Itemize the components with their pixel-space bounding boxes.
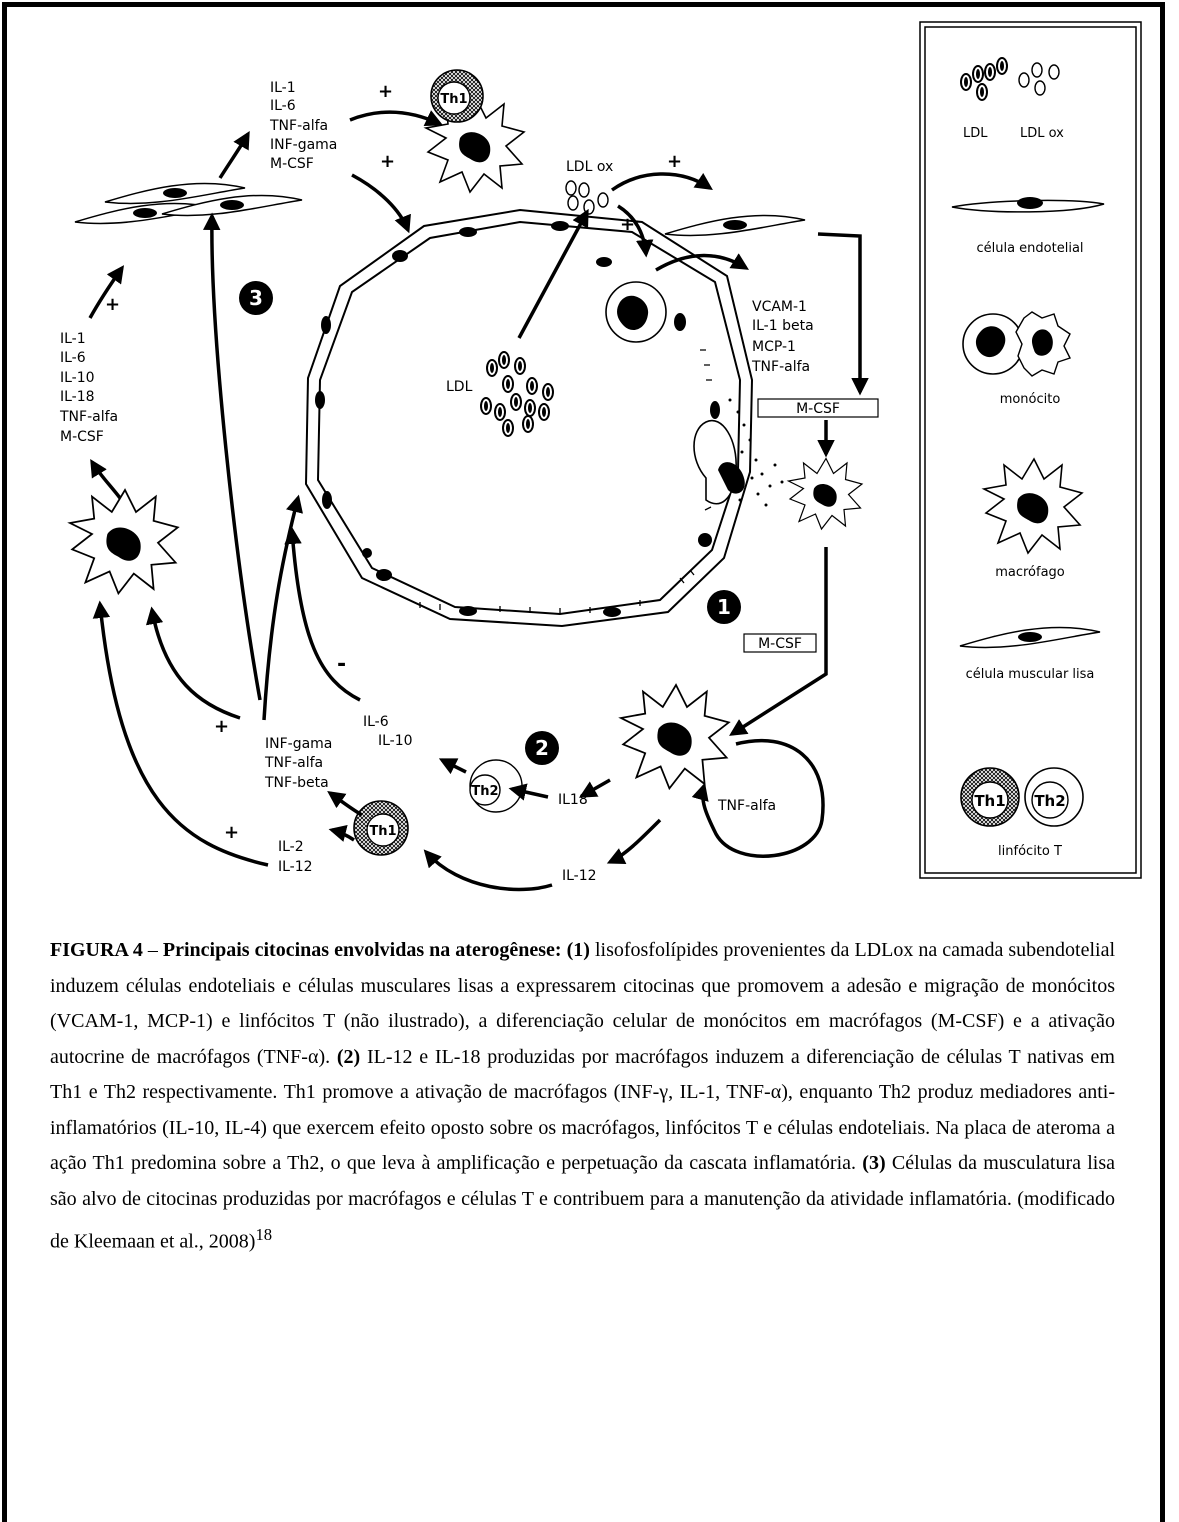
svg-text:IL-1: IL-1 (60, 331, 86, 347)
svg-text:M-CSF: M-CSF (270, 156, 314, 172)
svg-text:Th1: Th1 (974, 792, 1005, 810)
th1-input-list: IL-2 IL-12 (278, 839, 313, 875)
arrow (152, 610, 240, 718)
svg-text:TNF-alfa: TNF-alfa (264, 755, 323, 771)
top-cytokines-list: IL-1 IL-6 TNF-alfa INF-gama M-CSF (269, 80, 337, 172)
legend-box: LDL LDL ox célula endotelial monócito ma… (920, 22, 1141, 878)
minus-sign: - (337, 652, 346, 677)
left-macrophage (70, 490, 178, 593)
arrow (582, 780, 610, 796)
legend-th2-icon: Th2 (1025, 768, 1083, 826)
left-cytokines-list: IL-1 IL-6 IL-10 IL-18 TNF-alfa M-CSF (59, 331, 118, 445)
arrow (426, 852, 552, 889)
svg-text:TNF-beta: TNF-beta (264, 775, 329, 791)
svg-text:Th1: Th1 (369, 824, 396, 839)
legend-t-cell-label: linfócito T (998, 844, 1062, 859)
arrow (818, 234, 860, 392)
svg-text:IL-1: IL-1 (270, 80, 296, 96)
plus-sign: + (667, 151, 682, 172)
arrow (612, 174, 710, 190)
svg-text:Th2: Th2 (471, 784, 498, 799)
legend-endothelial-label: célula endotelial (976, 241, 1083, 256)
svg-text:INF-gama: INF-gama (270, 137, 337, 153)
arrow (100, 604, 268, 865)
svg-text:3: 3 (249, 286, 263, 310)
mcsf-box-1: M-CSF (758, 399, 878, 417)
arrow (610, 820, 660, 862)
macrophage-right (789, 459, 863, 530)
arrow (350, 112, 440, 124)
endothelial-cytokines-list: VCAM-1 IL-1 beta MCP-1 TNF-alfa (751, 299, 814, 375)
figure-caption: FIGURA 4 – Principais citocinas envolvid… (50, 933, 1115, 1260)
arrow (330, 793, 362, 815)
ldl-ox-particles (566, 181, 608, 214)
legend-ldl-label: LDL (963, 126, 988, 141)
svg-text:TNF-alfa: TNF-alfa (751, 359, 810, 375)
svg-text:IL-10: IL-10 (378, 733, 413, 749)
number-1-badge: 1 (707, 590, 741, 624)
plus-sign: + (378, 81, 393, 102)
svg-text:TNF-alfa: TNF-alfa (269, 118, 328, 134)
svg-text:MCP-1: MCP-1 (752, 339, 796, 355)
svg-text:IL-12: IL-12 (278, 859, 313, 875)
svg-text:IL-6: IL-6 (60, 350, 86, 366)
arrow (352, 175, 408, 230)
tnf-alfa-label: TNF-alfa (717, 798, 776, 814)
smooth-muscle-cell-right (665, 215, 805, 235)
ldl-label: LDL (446, 379, 473, 395)
svg-text:IL-2: IL-2 (278, 839, 304, 855)
svg-text:VCAM-1: VCAM-1 (752, 299, 807, 315)
legend-th1-icon: Th1 (961, 768, 1019, 826)
number-3-badge: 3 (239, 281, 273, 315)
bottom-th1-cell: Th1 (354, 801, 408, 855)
svg-text:2: 2 (535, 736, 549, 760)
legend-macrophage-label: macrófago (995, 565, 1065, 580)
smooth-muscle-cells-cluster (75, 183, 302, 223)
svg-text:M-CSF: M-CSF (796, 401, 840, 417)
mcsf-box-2: M-CSF (744, 634, 816, 652)
legend-monocyte-label: monócito (1000, 392, 1061, 407)
svg-text:1: 1 (717, 595, 731, 619)
svg-text:IL-10: IL-10 (60, 370, 95, 386)
svg-text:M-CSF: M-CSF (758, 636, 802, 652)
svg-text:INF-gama: INF-gama (265, 736, 332, 752)
svg-text:IL-6: IL-6 (363, 714, 389, 730)
svg-text:TNF-alfa: TNF-alfa (59, 409, 118, 425)
number-2-badge: 2 (525, 731, 559, 765)
arrow (292, 530, 360, 700)
arrow (332, 830, 354, 840)
ldl-ox-label: LDL ox (566, 159, 613, 175)
atherogenesis-diagram: 3 1 2 (0, 0, 1179, 930)
top-th1-cell: Th1 (431, 70, 483, 122)
svg-text:M-CSF: M-CSF (60, 429, 104, 445)
plus-sign: + (105, 294, 120, 315)
th1-output-list: INF-gama TNF-alfa TNF-beta (264, 736, 332, 791)
legend-ldl-ox-label: LDL ox (1020, 126, 1064, 141)
svg-text:Th1: Th1 (440, 92, 467, 107)
plus-sign: + (224, 822, 239, 843)
arrow (442, 760, 466, 772)
arrow (220, 134, 248, 178)
bottom-macrophage (621, 685, 729, 788)
legend-smooth-muscle-label: célula muscular lisa (966, 667, 1095, 682)
svg-text:IL-6: IL-6 (270, 98, 296, 114)
plus-sign: + (214, 716, 229, 737)
th2-output-list: IL-6 IL-10 (363, 714, 413, 749)
arrow (92, 462, 120, 498)
svg-text:IL-1 beta: IL-1 beta (752, 318, 814, 334)
bottom-th2-cell: Th2 (470, 760, 522, 812)
svg-text:IL-18: IL-18 (60, 389, 95, 405)
il12-label: IL-12 (562, 868, 597, 884)
plus-sign: + (380, 151, 395, 172)
svg-text:Th2: Th2 (1034, 792, 1065, 810)
